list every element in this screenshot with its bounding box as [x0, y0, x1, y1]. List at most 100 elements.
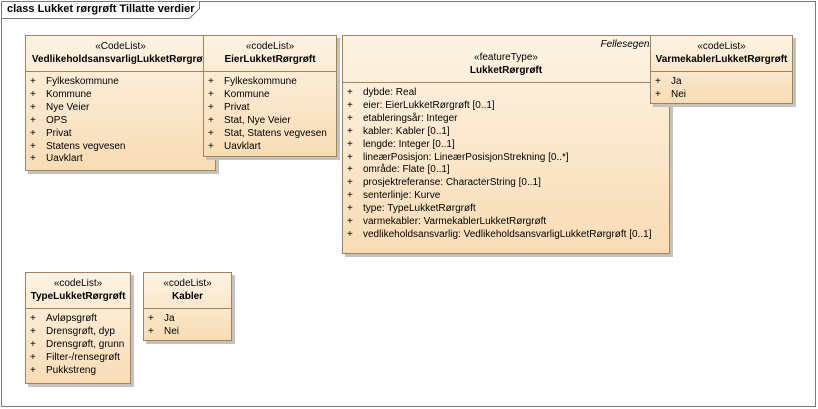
attribute-text: Statens vegvesen	[46, 140, 126, 152]
attribute-item[interactable]: + type: TypeLukketRørgrøft	[343, 203, 669, 216]
attribute-item[interactable]: +prosjektreferanse: CharacterString [0..…	[343, 177, 669, 190]
class-name: VarmekablerLukketRørgrøft	[655, 54, 788, 65]
attribute-text: Drensgrøft, dyp	[46, 325, 115, 337]
stereotype-label: «codeList»	[245, 41, 295, 52]
attribute-item[interactable]: + lineærPosisjon: LineærPosisjonStrekning…	[343, 152, 669, 165]
attribute-item[interactable]: +senterlinje: Kurve	[343, 190, 669, 203]
visibility-marker: +	[208, 101, 214, 113]
class-name: EierLukketRørgrøft	[224, 54, 316, 65]
class-varmekabler[interactable]: «codeList» VarmekablerLukketRørgrøft +Ja…	[650, 35, 793, 104]
attribute-text: område: Flate [0..1]	[363, 164, 450, 176]
attribute-item[interactable]: + etableringsår: Integer	[343, 113, 669, 126]
attribute-item[interactable]: +Drensgrøft, dyp	[26, 326, 130, 339]
attribute-item[interactable]: + Pukkstreng	[26, 365, 130, 378]
class-header: «featureType» LukketRørgrøft	[343, 36, 669, 83]
attribute-item[interactable]: +Avløpsgrøft	[26, 313, 130, 326]
visibility-marker: +	[30, 153, 36, 165]
attribute-text: Filter-/rensegrøft	[46, 351, 120, 363]
attribute-text: type: TypeLukketRørgrøft	[363, 203, 476, 215]
attribute-item[interactable]: + Kommune	[204, 89, 336, 102]
attribute-text: kabler: Kabler [0..1]	[363, 125, 450, 137]
visibility-marker: +	[347, 112, 353, 124]
attribute-text: Fylkeskommune	[224, 76, 297, 87]
class-name: TypeLukketRørgrøft	[30, 291, 126, 302]
visibility-marker: +	[347, 190, 353, 202]
attribute-text: Kommune	[224, 88, 270, 100]
visibility-marker: +	[347, 125, 353, 137]
stereotype-label: «codeList»	[697, 41, 746, 52]
visibility-marker: +	[208, 127, 214, 139]
visibility-marker: +	[208, 140, 214, 152]
attribute-text: Privat	[46, 127, 72, 139]
class-name: VedlikeholdsansvarligLukketRørgrøft	[31, 54, 210, 65]
attribute-item[interactable]: + varmekabler: VarmekablerLukketRørgrøft	[343, 216, 669, 229]
attribute-item[interactable]: +Nei	[144, 326, 231, 339]
attribute-item[interactable]: + Statens vegvesen	[26, 141, 215, 154]
attribute-text: eier: EierLukketRørgrøft [0..1]	[363, 99, 495, 111]
attribute-text: prosjektreferanse: CharacterString [0..1…	[363, 177, 541, 189]
attribute-item[interactable]: +Fylkeskommune	[204, 76, 336, 89]
frame-tab-outline	[1, 1, 200, 19]
attribute-item[interactable]: + kabler: Kabler [0..1]	[343, 126, 669, 139]
class-header: «codeList» EierLukketRørgrøft	[204, 36, 336, 72]
attribute-item[interactable]: +Privat	[204, 102, 336, 115]
attribute-item[interactable]: + Ja	[144, 313, 231, 326]
attribute-item[interactable]: + Kommune	[26, 89, 215, 102]
attribute-item[interactable]: +dybde: Real	[343, 87, 669, 100]
attribute-item[interactable]: +OPS	[26, 115, 215, 128]
attribute-list: + Ja +Nei	[144, 309, 231, 339]
attribute-text: Pukkstreng	[46, 364, 97, 376]
attribute-item[interactable]: +område: Flate [0..1]	[343, 164, 669, 177]
attribute-item[interactable]: +lengde: Integer [0..1]	[343, 139, 669, 152]
attribute-item[interactable]: + Nye Veier	[26, 102, 215, 115]
class-kabler[interactable]: «codeList» Kabler +Ja+Nei	[143, 272, 232, 341]
attribute-item[interactable]: + Stat, Statens vegvesen	[204, 128, 336, 141]
attribute-text: Nye Veier	[46, 101, 90, 113]
attribute-text: Avløpsgrøft	[46, 313, 97, 324]
class-type-lukket-rorgroft[interactable]: «codeList» TypeLukketRørgrøft +Avløpsgrø…	[25, 272, 131, 384]
attribute-text: Ja	[164, 313, 175, 324]
class-header: «codeList» VarmekablerLukketRørgrøft	[651, 36, 792, 72]
attribute-item[interactable]: +Ja	[651, 76, 792, 89]
package-label: Fellesegenska	[600, 39, 665, 50]
attribute-list: +Ja+Nei	[651, 72, 792, 102]
visibility-marker: +	[208, 88, 214, 100]
visibility-marker: +	[347, 216, 353, 228]
attribute-list: +Avløpsgrøft+Drensgrøft, dyp+Drensgrøft,…	[26, 309, 130, 378]
attribute-item[interactable]: +Filter-/rensegrøft	[26, 352, 130, 365]
stereotype-label: «codeList»	[53, 278, 103, 289]
visibility-marker: +	[30, 101, 36, 113]
attribute-text: etableringsår: Integer	[363, 112, 458, 124]
class-lukket-rorgroft[interactable]: Fellesegenska «featureType» LukketRørgrø…	[342, 35, 670, 254]
class-vedlikeholdsansvarlig[interactable]: «CodeList» VedlikeholdsansvarligLukketRø…	[25, 35, 216, 171]
visibility-marker: +	[30, 127, 36, 139]
class-eier[interactable]: «codeList» EierLukketRørgrøft +Fylkeskom…	[203, 35, 337, 157]
attribute-text: Fylkeskommune	[46, 76, 119, 87]
attribute-text: vedlikeholdsansvarlig: Vedlikeholdsansva…	[363, 228, 652, 240]
attribute-text: Stat, Nye Veier	[224, 114, 291, 126]
attribute-text: Uavklart	[224, 140, 261, 152]
attribute-text: Stat, Statens vegvesen	[224, 127, 327, 139]
attribute-item[interactable]: +eier: EierLukketRørgrøft [0..1]	[343, 100, 669, 113]
attribute-item[interactable]: + Uavklart	[204, 141, 336, 154]
attribute-text: lineærPosisjon: LineærPosisjonStrekning …	[363, 151, 569, 163]
attribute-item[interactable]: +Nei	[651, 89, 792, 102]
visibility-marker: +	[30, 364, 36, 376]
visibility-marker: +	[148, 313, 154, 324]
visibility-marker: +	[347, 228, 353, 240]
attribute-text: Nei	[164, 325, 180, 337]
attribute-item[interactable]: +Stat, Nye Veier	[204, 115, 336, 128]
attribute-item[interactable]: + Fylkeskommune	[26, 76, 215, 89]
attribute-text: Kommune	[46, 88, 92, 100]
attribute-item[interactable]: + vedlikeholdsansvarlig: Vedlikeholdsansv…	[343, 229, 669, 242]
class-header: «CodeList» VedlikeholdsansvarligLukketRø…	[26, 36, 215, 72]
attribute-text: dybde: Real	[363, 87, 417, 98]
attribute-text: varmekabler: VarmekablerLukketRørgrøft	[363, 216, 547, 228]
visibility-marker: +	[30, 76, 36, 87]
attribute-item[interactable]: +Uavklart	[26, 153, 215, 166]
attribute-item[interactable]: + Privat	[26, 128, 215, 141]
visibility-marker: +	[347, 203, 353, 215]
attribute-item[interactable]: +Drensgrøft, grunn	[26, 339, 130, 352]
class-header: «codeList» TypeLukketRørgrøft	[26, 273, 130, 309]
visibility-marker: +	[347, 151, 353, 163]
